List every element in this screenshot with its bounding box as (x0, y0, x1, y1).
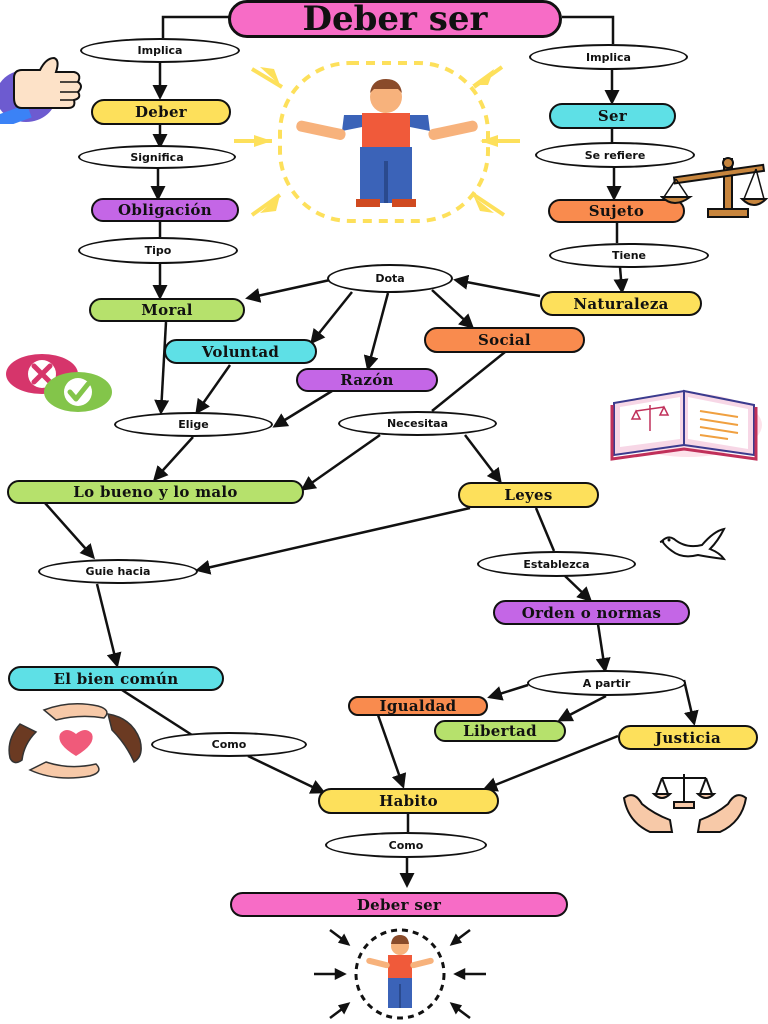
node-lo-bueno-y-lo-malo: Lo bueno y lo malo (7, 480, 304, 504)
node-moral: Moral (89, 298, 245, 322)
connector-como-left: Como (151, 732, 307, 757)
connector-implica-right: Implica (529, 44, 688, 70)
connector-significa: Significa (78, 145, 236, 169)
connector-se-refiere: Se refiere (535, 142, 695, 168)
connector-como-bottom: Como (325, 832, 487, 858)
connector-a-partir: A partir (527, 670, 686, 696)
thumbs-up-icon (0, 56, 82, 124)
node-voluntad: Voluntad (164, 339, 317, 364)
hands-heart-icon (8, 703, 142, 779)
small-person-icon (314, 928, 486, 1020)
node-igualdad: Igualdad (348, 696, 488, 716)
justice-hands-icon (622, 774, 748, 833)
connector-tipo: Tipo (78, 237, 238, 264)
node-sujeto: Sujeto (548, 199, 685, 223)
node-deber: Deber (91, 99, 231, 125)
node-justicia: Justicia (618, 725, 758, 750)
person-icon (234, 61, 520, 223)
node-obligacion: Obligación (91, 198, 239, 222)
node-libertad: Libertad (434, 720, 566, 742)
node-razon: Razón (296, 368, 438, 392)
node-social: Social (424, 327, 585, 353)
connector-elige: Elige (114, 412, 273, 437)
node-deber-ser-final: Deber ser (230, 892, 568, 917)
dove-icon (659, 527, 727, 561)
node-naturaleza: Naturaleza (540, 291, 702, 316)
connector-dota: Dota (327, 264, 453, 293)
connector-tiene: Tiene (549, 243, 709, 268)
connector-necesita: Necesitaa (338, 411, 497, 436)
node-orden-o-normas: Orden o normas (493, 600, 690, 625)
node-leyes: Leyes (458, 482, 599, 508)
node-ser: Ser (549, 103, 676, 129)
connector-implica-left: Implica (80, 38, 240, 63)
node-habito: Habito (318, 788, 499, 814)
node-el-bien-comun: El bien común (8, 666, 224, 691)
connector-establezca: Establezca (477, 551, 636, 577)
page-title: Deber ser (228, 0, 562, 39)
open-book-icon (610, 389, 762, 461)
connector-guie-hacia: Guie hacia (38, 559, 198, 584)
reject-accept-icon (6, 354, 112, 412)
scale-icon (660, 157, 768, 218)
